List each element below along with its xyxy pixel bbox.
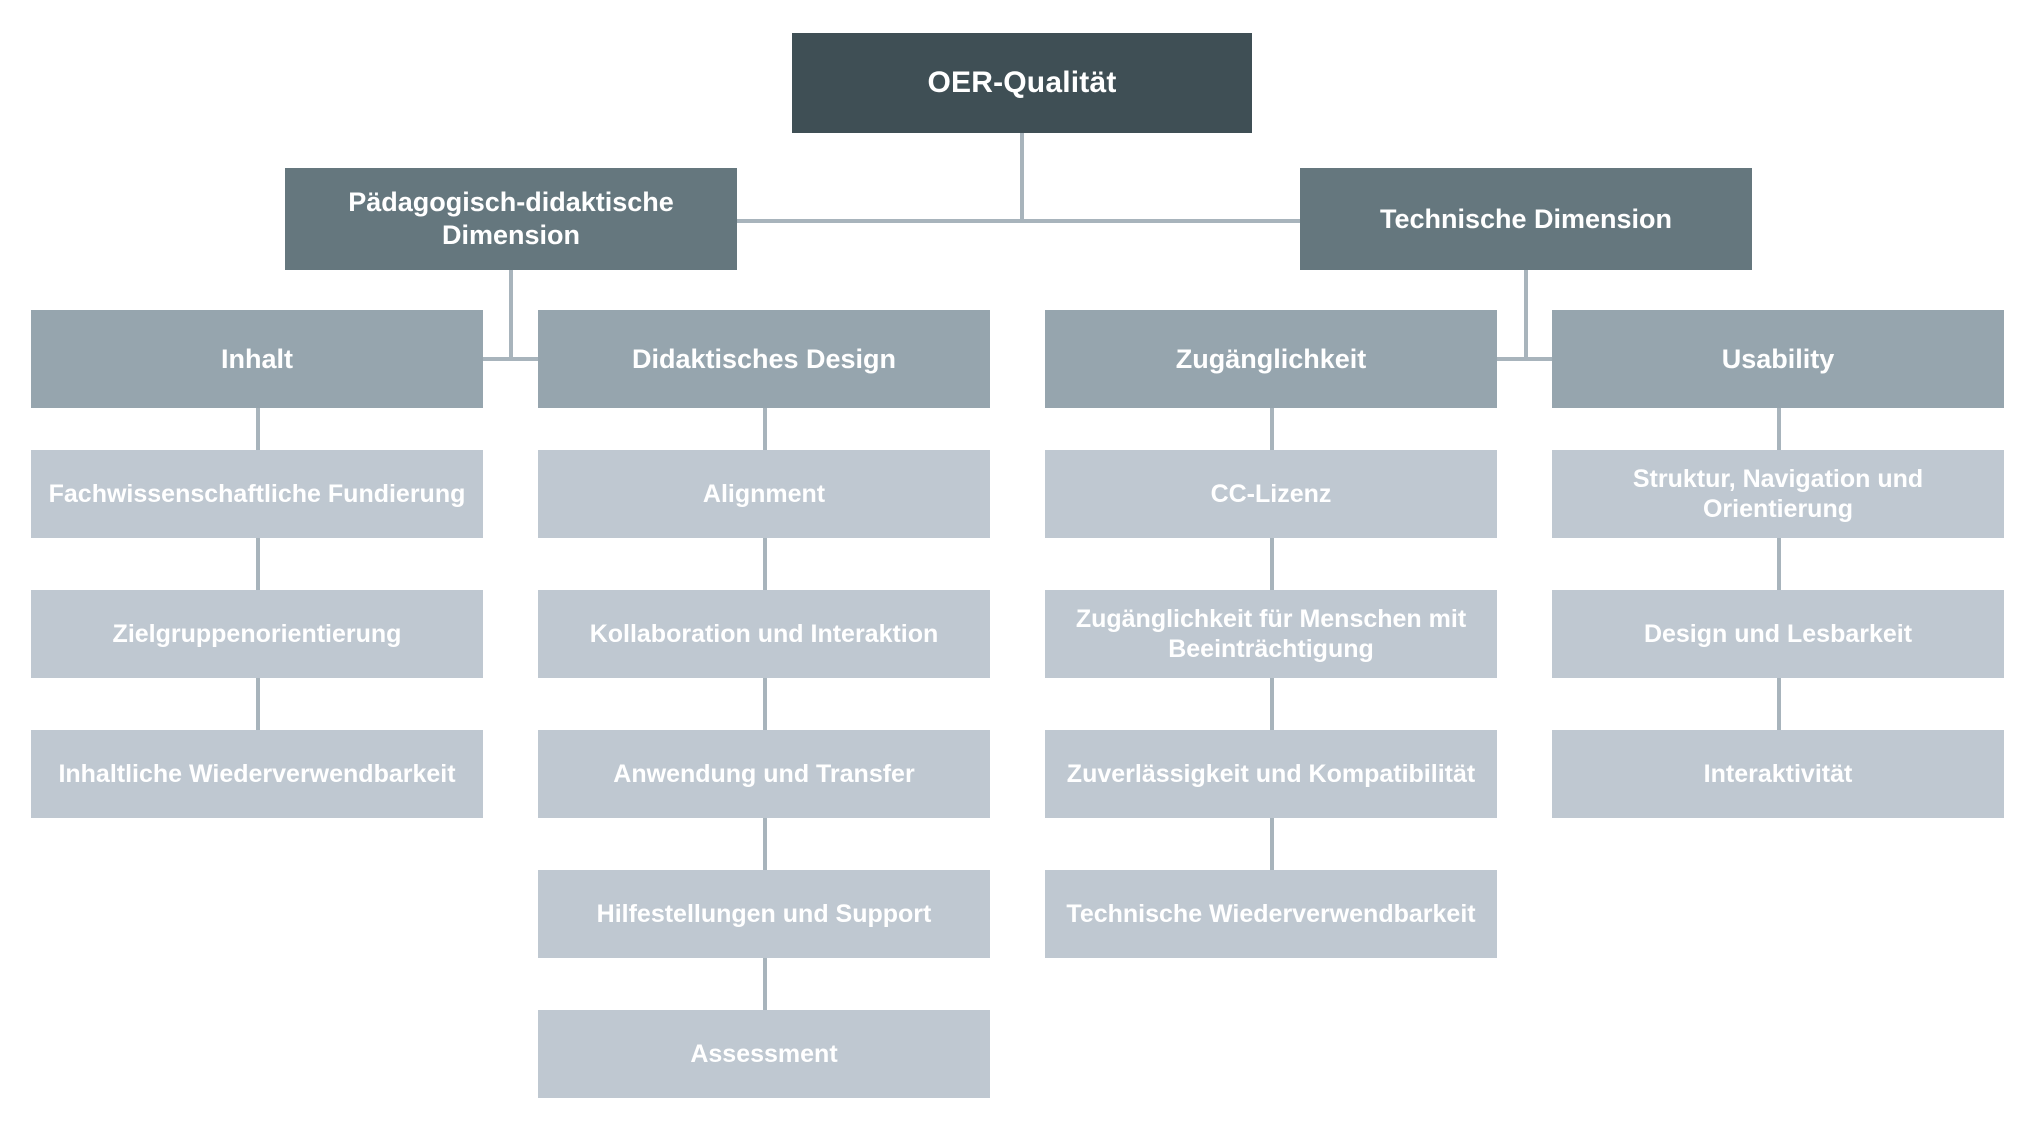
leaf-hilfestellungen-und-support[interactable]: Hilfestellungen und Support [538,870,990,958]
node-label: Fachwissenschaftliche Fundierung [48,479,466,508]
connector-column-4-spine [1777,408,1781,739]
connector-column-2-spine [763,408,767,1017]
node-label: Anwendung und Transfer [613,759,915,788]
node-label: OER-Qualität [927,65,1117,99]
leaf-zugaenglichkeit-fuer-menschen-mit-beeintraechtigung[interactable]: Zugänglichkeit für Menschen mit Beeinträ… [1045,590,1497,678]
leaf-cc-lizenz[interactable]: CC-Lizenz [1045,450,1497,538]
node-label: Kollaboration und Interaktion [589,619,939,648]
leaf-zuverlaessigkeit-und-kompatibilitaet[interactable]: Zuverlässigkeit und Kompatibilität [1045,730,1497,818]
leaf-design-und-lesbarkeit[interactable]: Design und Lesbarkeit [1552,590,2004,678]
node-label: Pädagogisch-didaktische Dimension [348,187,674,250]
leaf-anwendung-und-transfer[interactable]: Anwendung und Transfer [538,730,990,818]
node-label: Zielgruppenorientierung [112,619,402,648]
node-label: CC-Lizenz [1210,479,1332,508]
connector-technical-stem [1524,270,1528,361]
node-category-didaktisches-design[interactable]: Didaktisches Design [538,310,990,408]
leaf-assessment[interactable]: Assessment [538,1010,990,1098]
node-label: Usability [1721,343,1835,374]
leaf-inhaltliche-wiederverwendbarkeit[interactable]: Inhaltliche Wiederverwendbarkeit [31,730,483,818]
node-label: Didaktisches Design [631,343,897,374]
leaf-alignment[interactable]: Alignment [538,450,990,538]
leaf-zielgruppenorientierung[interactable]: Zielgruppenorientierung [31,590,483,678]
node-category-zugaenglichkeit[interactable]: Zugänglichkeit [1045,310,1497,408]
leaf-fachwissenschaftliche-fundierung[interactable]: Fachwissenschaftliche Fundierung [31,450,483,538]
node-label: Assessment [690,1039,838,1068]
connector-technical-category-bar [1272,357,1776,361]
node-label: Inhalt [221,343,293,374]
connector-dimension-bar [737,219,1302,223]
leaf-kollaboration-und-interaktion[interactable]: Kollaboration und Interaktion [538,590,990,678]
leaf-struktur-navigation-und-orientierung[interactable]: Struktur, Navigation und Orientierung [1552,450,2004,538]
node-label: Zugänglichkeit für Menschen mit Beeinträ… [1075,604,1467,664]
node-category-usability[interactable]: Usability [1552,310,2004,408]
node-label: Struktur, Navigation und Orientierung [1632,464,1924,524]
node-label: Technische Wiederverwendbarkeit [1066,899,1476,928]
connector-root-stem [1020,133,1024,223]
node-label: Design und Lesbarkeit [1643,619,1913,648]
node-label: Interaktivität [1703,759,1853,788]
node-label: Technische Dimension [1379,203,1673,234]
node-label: Alignment [702,479,826,508]
connector-pedagogic-category-bar [258,357,762,361]
node-category-inhalt[interactable]: Inhalt [31,310,483,408]
node-label: Zuverlässigkeit und Kompatibilität [1066,759,1476,788]
node-dimension-pedagogic[interactable]: Pädagogisch-didaktische Dimension [285,168,737,270]
node-label: Hilfestellungen und Support [596,899,932,928]
node-label: Inhaltliche Wiederverwendbarkeit [58,759,456,788]
leaf-interaktivitaet[interactable]: Interaktivität [1552,730,2004,818]
node-dimension-technical[interactable]: Technische Dimension [1300,168,1752,270]
node-label: Zugänglichkeit [1175,343,1367,374]
connector-pedagogic-stem [509,270,513,361]
connector-column-1-spine [256,408,260,739]
leaf-technische-wiederverwendbarkeit[interactable]: Technische Wiederverwendbarkeit [1045,870,1497,958]
node-root-oer-qualitaet[interactable]: OER-Qualität [792,33,1252,133]
